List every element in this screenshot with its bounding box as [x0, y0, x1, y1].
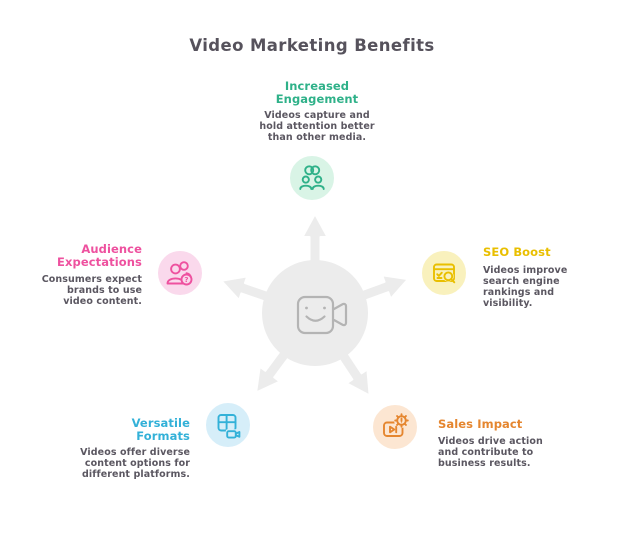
node-heading: SEO Boost	[483, 245, 551, 259]
node-heading: Increased Engagement	[275, 79, 359, 106]
sales-bubble	[370, 402, 420, 452]
node-description: Consumers expect brands to use video con…	[41, 273, 142, 308]
node-description: Videos drive action and contribute to bu…	[438, 435, 543, 470]
smiley-video-camera-icon	[296, 295, 348, 335]
hub-circle	[262, 260, 368, 366]
node-description: Videos offer diverse content options for…	[80, 446, 190, 481]
grid-camera-icon	[217, 414, 241, 440]
svg-text:?: ?	[184, 275, 188, 284]
node-heading: Versatile Formats	[131, 416, 190, 443]
audience-bubble: ?	[155, 248, 205, 298]
page-title: Video Marketing Benefits	[189, 36, 435, 55]
node-description: Videos improve search engine rankings an…	[483, 264, 568, 310]
formats-bubble	[203, 400, 253, 450]
seo-bubble	[419, 248, 469, 298]
browser-magnifier-icon	[433, 263, 456, 284]
node-description: Videos capture and hold attention better…	[259, 109, 375, 144]
engagement-bubble	[287, 153, 337, 203]
hub-diagram	[220, 213, 410, 397]
node-heading: Audience Expectations	[57, 242, 142, 269]
people-with-rings-icon	[299, 165, 325, 190]
video-player-gear-icon	[383, 413, 409, 437]
people-question-icon: ?	[166, 261, 193, 286]
node-heading: Sales Impact	[438, 417, 523, 431]
